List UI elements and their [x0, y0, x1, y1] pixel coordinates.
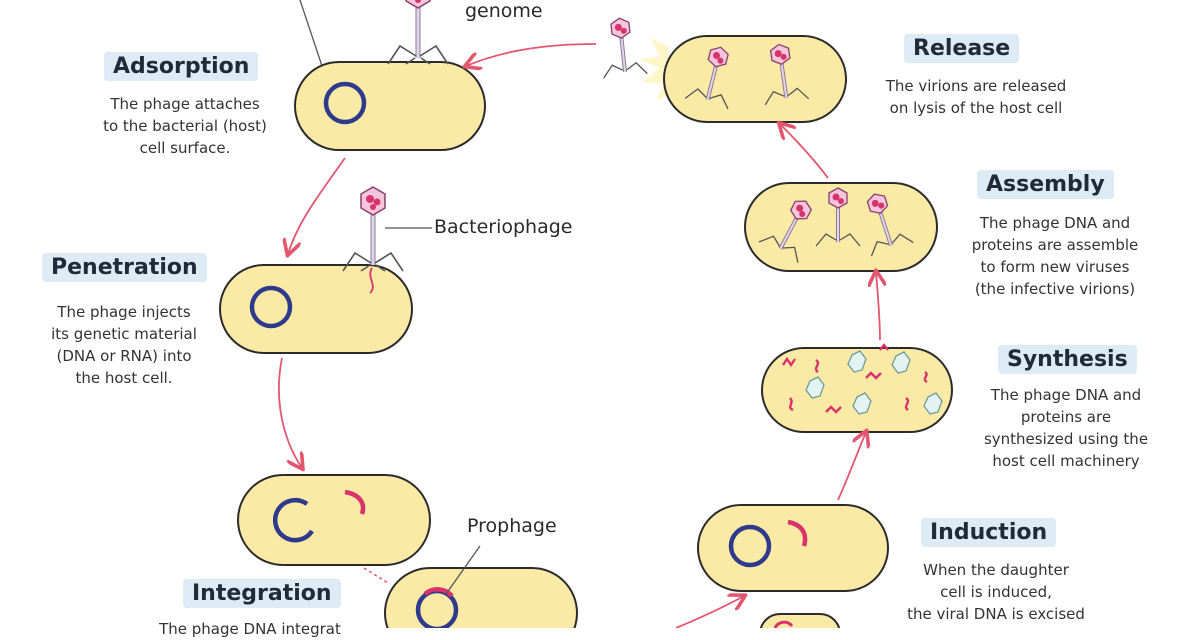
assembly-description: The phage DNA and proteins are assemble …	[971, 214, 1139, 298]
induction-title: Induction	[921, 518, 1057, 547]
synthesis-description: The phage DNA and proteins are synthesiz…	[983, 386, 1149, 470]
arrow-adsorption-to-penetration	[288, 157, 346, 254]
integration-description: The phage DNA integrat	[159, 620, 341, 638]
arrow-induction-to-synthesis	[837, 432, 866, 501]
bacteriophage-icon	[343, 187, 403, 271]
penetration-description: The phage injects its genetic material (…	[51, 303, 197, 387]
synthesis-title: Synthesis	[998, 345, 1137, 374]
adsorption-title: Adsorption	[104, 52, 259, 81]
prophage-label: Prophage	[467, 515, 557, 537]
prophage-cell	[384, 567, 578, 628]
arrow-penetration-to-integration	[278, 357, 302, 468]
arrow-assembly-to-release	[780, 124, 829, 179]
induction-description: When the daughter cell is induced, the v…	[907, 561, 1085, 623]
pointer-line-top	[299, 0, 323, 67]
penetration-title: Penetration	[42, 253, 207, 282]
adsorption-description: The phage attaches to the bacterial (hos…	[103, 95, 267, 157]
integration-connector	[363, 567, 389, 584]
arrow-to-induction	[675, 596, 744, 628]
assembly-title: Assembly	[977, 170, 1114, 199]
penetration-cell	[219, 264, 413, 354]
release-cell	[640, 35, 847, 123]
adsorption-cell	[294, 61, 486, 151]
release-title: Release	[904, 34, 1020, 63]
synthesis-cell	[761, 343, 953, 433]
release-description: The virions are released on lysis of the…	[885, 77, 1067, 117]
induction-cell	[697, 504, 889, 592]
bottom-cell-partial	[759, 613, 841, 628]
bacteriophage-label: Bacteriophage	[434, 216, 573, 238]
released-phage-icon	[595, 13, 650, 81]
prophage-pointer	[445, 545, 481, 595]
integration-title: Integration	[183, 579, 341, 608]
assembly-cell	[744, 182, 938, 272]
arrow-synthesis-to-assembly	[876, 272, 880, 341]
integration-cell	[237, 474, 431, 566]
bacteriophage-icon-top	[388, 0, 448, 64]
arrow-release-to-adsorption	[466, 43, 597, 66]
genome-label: genome	[465, 0, 543, 22]
